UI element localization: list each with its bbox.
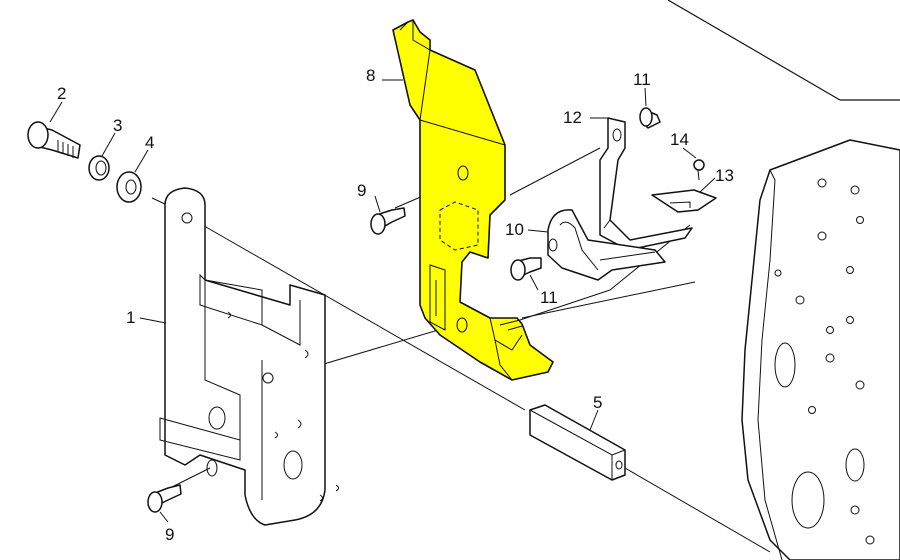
screw-9-lower — [147, 484, 182, 513]
lock-washer-3 — [88, 155, 110, 181]
spring-clip-12 — [599, 117, 693, 251]
spacer-block-5 — [529, 404, 626, 481]
callout-13: 13 — [715, 166, 734, 185]
callout-11-upper: 11 — [633, 70, 651, 89]
screw-2 — [27, 121, 81, 159]
callout-12: 12 — [563, 108, 582, 127]
callout-9-upper: 9 — [357, 181, 366, 200]
clip-10 — [547, 209, 666, 281]
highlighted-bracket-8 — [392, 19, 554, 381]
screw-9-upper — [370, 207, 406, 235]
assembly-center-lines — [151, 147, 771, 553]
leader-lines — [49, 79, 716, 523]
callout-labels: 2 3 4 1 8 9 9 11 11 12 14 13 10 5 — [57, 66, 734, 544]
screw-14 — [693, 159, 705, 181]
highlight-fill — [392, 19, 554, 381]
callout-9-lower: 9 — [165, 525, 174, 544]
screw-11-lower — [510, 257, 542, 281]
frame-outline — [667, 0, 900, 101]
callout-8: 8 — [366, 66, 375, 85]
callout-11-lower: 11 — [540, 288, 558, 307]
mounting-bracket — [159, 187, 339, 526]
screw-11-upper — [639, 107, 661, 129]
callout-1: 1 — [126, 308, 135, 327]
callout-2: 2 — [57, 84, 66, 103]
callout-3: 3 — [113, 116, 122, 135]
callout-4: 4 — [145, 133, 154, 152]
side-plate — [741, 139, 900, 560]
callout-14: 14 — [670, 130, 689, 149]
callout-5: 5 — [593, 393, 602, 412]
plate-13 — [651, 189, 717, 213]
callout-10: 10 — [505, 220, 524, 239]
flat-washer-4 — [116, 171, 142, 203]
